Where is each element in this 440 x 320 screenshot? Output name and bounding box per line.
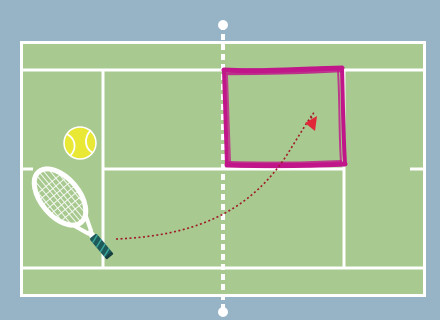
tennis-ball-icon: [64, 127, 96, 159]
net-post-bottom: [218, 307, 228, 317]
net-post-top: [218, 20, 228, 30]
